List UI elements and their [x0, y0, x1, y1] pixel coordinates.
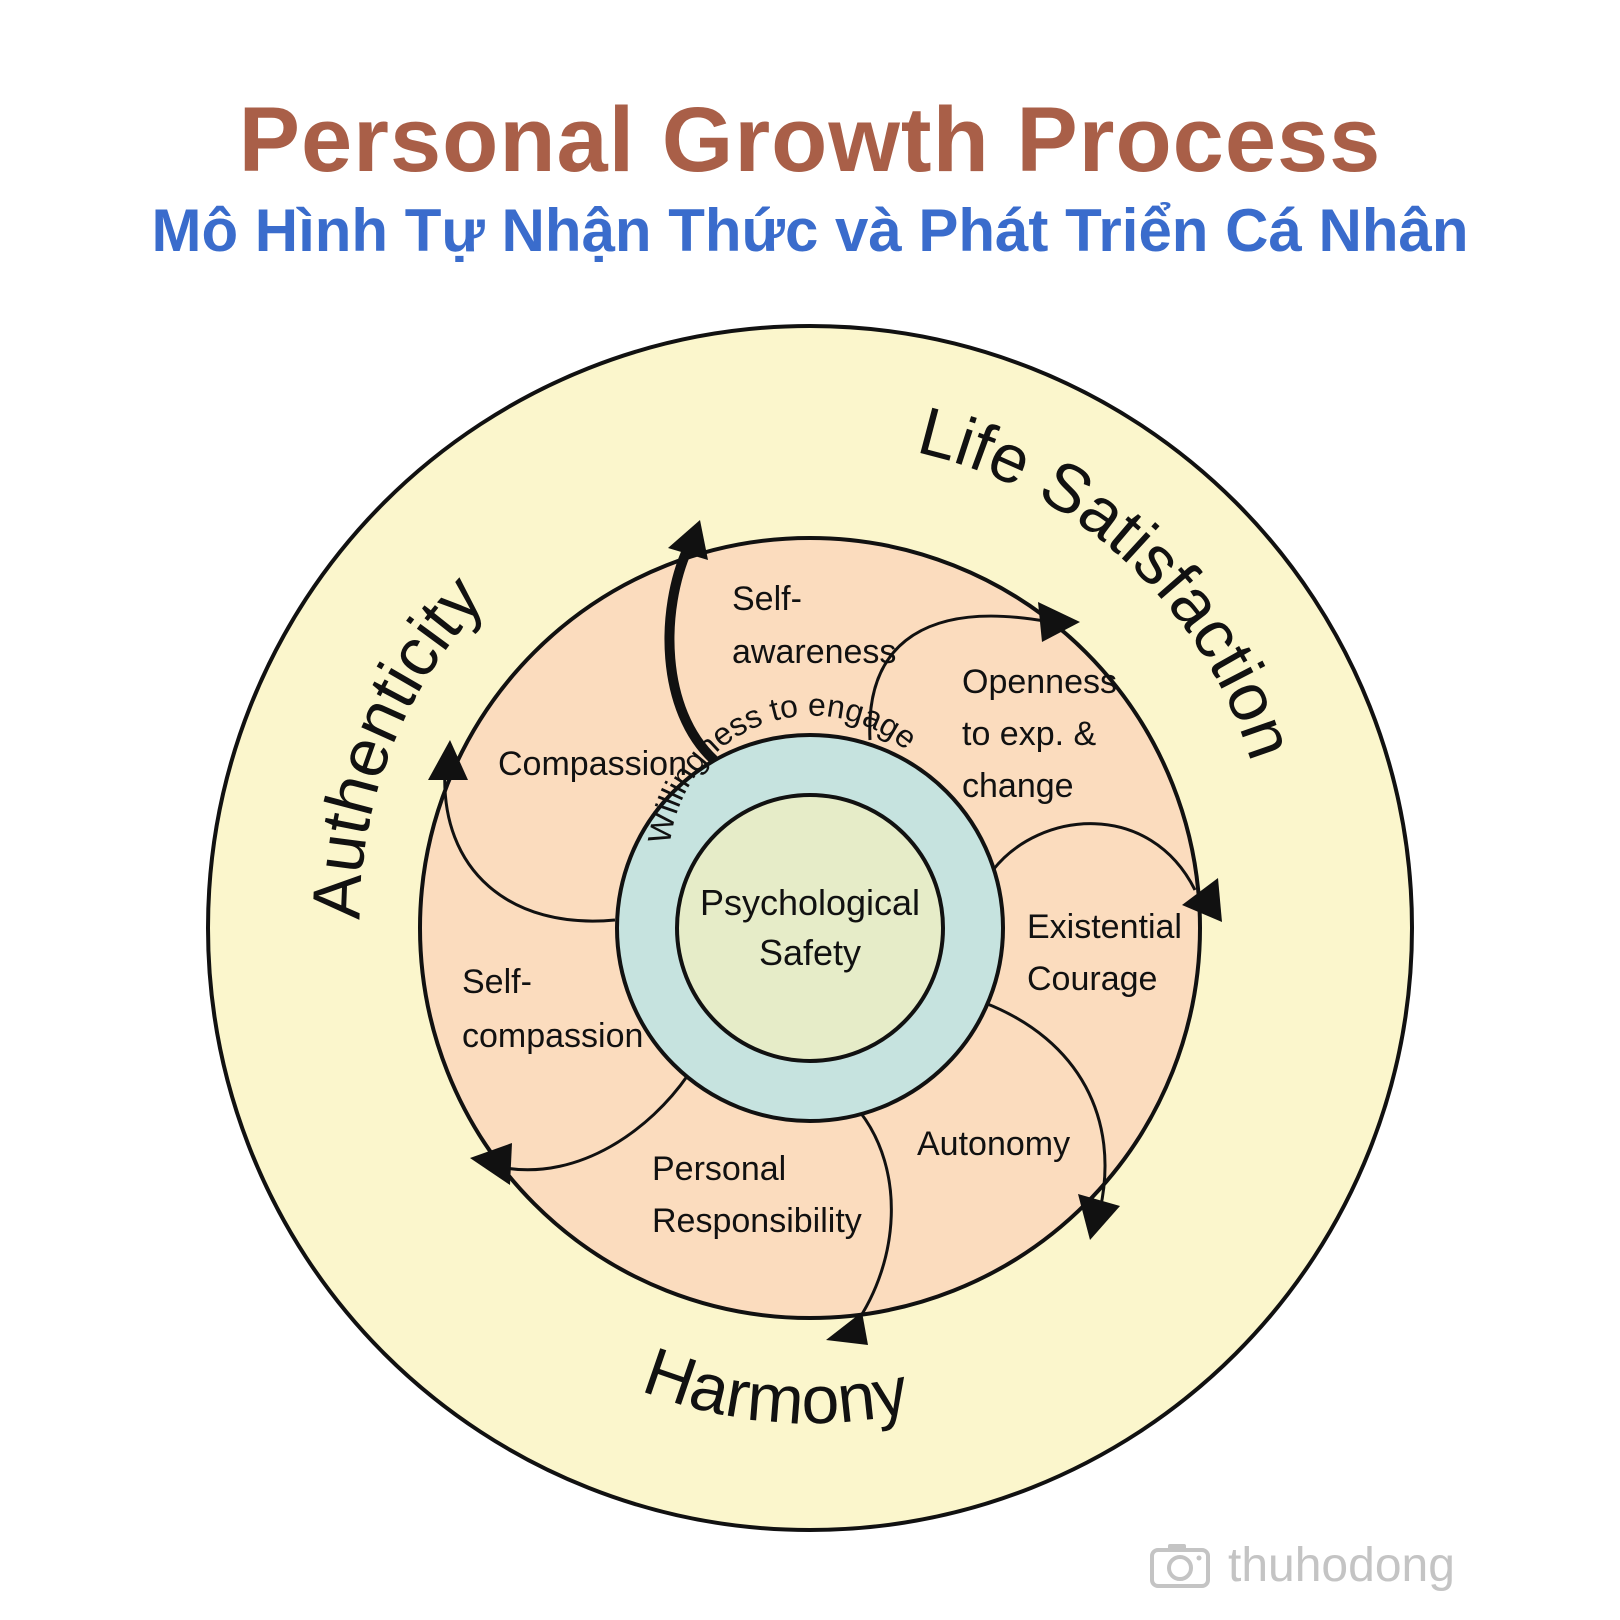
arrowhead — [826, 1312, 868, 1345]
core-label-line: Psychological — [700, 882, 920, 923]
spiral-arrow-autonomy — [984, 1001, 1107, 1211]
watermark: thuhodong — [1150, 1535, 1455, 1595]
arrowhead — [1078, 1194, 1120, 1240]
segment-autonomy: Autonomy — [917, 1125, 1070, 1163]
arrowhead — [1038, 602, 1080, 642]
spiral-arrow-openness — [868, 614, 1051, 741]
core-label-line: Safety — [759, 932, 861, 973]
segment-labels: Self- awareness Openness to exp. & chang… — [462, 580, 1182, 1240]
core-circle — [675, 793, 945, 1063]
segment-existential-courage: Courage — [1027, 960, 1157, 998]
page-subtitle: Mô Hình Tự Nhận Thức và Phát Triển Cá Nh… — [151, 197, 1469, 264]
segment-existential-courage: Existential — [1027, 908, 1182, 946]
arrowhead — [1182, 878, 1222, 922]
segment-openness: change — [962, 767, 1074, 805]
segment-self-awareness: Self- — [732, 580, 802, 618]
segment-personal-responsibility: Responsibility — [652, 1202, 862, 1240]
segment-openness: Openness — [962, 663, 1117, 701]
camera-icon — [1150, 1542, 1210, 1588]
segment-self-compassion: Self- — [462, 963, 532, 1001]
watermark-text: thuhodong — [1228, 1538, 1455, 1592]
segment-self-compassion: compassion — [462, 1017, 643, 1055]
segment-openness: to exp. & — [962, 715, 1097, 753]
spiral-arrow-courage — [991, 822, 1197, 891]
spiral-arrow-selfawareness — [664, 545, 718, 764]
spiral-arrow-compassion — [443, 769, 616, 923]
arrowhead — [428, 740, 468, 780]
arrowhead — [668, 520, 708, 560]
segment-compassion: Compassion — [498, 745, 687, 783]
segment-personal-responsibility: Personal — [652, 1150, 786, 1188]
core-label: Psychological Safety — [700, 882, 920, 973]
spiral-arrows — [443, 614, 1197, 1326]
page-title: Personal Growth Process — [238, 89, 1382, 191]
spiral-arrow-selfcompassion — [504, 1074, 690, 1172]
arrowheads — [428, 520, 1222, 1345]
arrowhead — [470, 1143, 512, 1185]
spiral-arrow-responsibility — [853, 1111, 893, 1326]
segment-self-awareness: awareness — [732, 633, 896, 671]
